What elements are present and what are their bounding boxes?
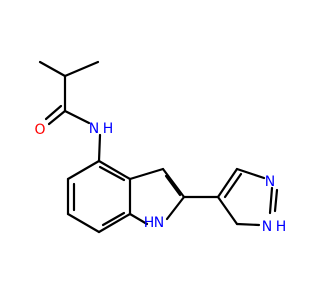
pyrazole-nh-hydrogen-label: H [276, 219, 287, 235]
bond [98, 165, 126, 182]
bond [273, 188, 279, 213]
pyrazole-nitrogen-label: N [265, 174, 275, 190]
bond [216, 167, 239, 199]
bond [66, 159, 101, 181]
indole-hydrogen-label: H [144, 215, 155, 231]
bond [44, 104, 63, 121]
bond-group [38, 60, 279, 234]
indole-nitrogen-label: N [154, 215, 164, 231]
bond [165, 195, 186, 221]
bond [268, 186, 274, 215]
bond [97, 159, 132, 181]
bond [63, 60, 100, 78]
bond [47, 109, 67, 126]
bond [66, 212, 101, 234]
bond [164, 174, 182, 197]
atom-label-group: O N H H N N N H [34, 121, 286, 235]
amide-hydrogen-label: H [103, 121, 114, 137]
pyrazole-nh-nitrogen-label: N [262, 219, 272, 235]
bond [97, 212, 132, 234]
bond [161, 167, 186, 199]
structure-drawing: O N H H N N N H [34, 60, 286, 235]
bond [235, 167, 266, 180]
bond [128, 212, 149, 226]
bond [97, 133, 102, 163]
amide-nitrogen-label: N [89, 121, 99, 137]
bond [223, 172, 243, 199]
molecule-diagram: O N H H N N N H [34, 60, 287, 235]
oxygen-atom-label: O [34, 122, 45, 138]
bond [63, 109, 91, 125]
bond [128, 167, 165, 181]
bond [216, 195, 239, 226]
bond [235, 222, 261, 227]
bond [101, 211, 126, 227]
bond [38, 60, 67, 78]
